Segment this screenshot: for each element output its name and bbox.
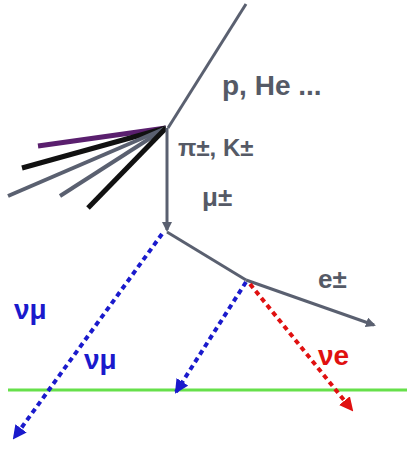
electron-neutrino-track bbox=[250, 284, 352, 410]
shower-track bbox=[88, 128, 166, 208]
neutrino-label: νμ bbox=[84, 346, 117, 374]
neutrino-label: νe bbox=[318, 342, 349, 370]
muon-neutrino-track bbox=[14, 234, 162, 438]
primary-track bbox=[168, 4, 246, 128]
particle-label: e± bbox=[318, 266, 347, 292]
ground-line bbox=[8, 389, 407, 392]
particle-label: p, He ... bbox=[222, 72, 322, 100]
muon-track bbox=[167, 232, 246, 280]
pion-track bbox=[166, 128, 169, 230]
particle-label: μ± bbox=[202, 184, 232, 210]
muon-neutrino-track bbox=[176, 282, 246, 392]
shower-track bbox=[8, 128, 166, 196]
particle-label: π±, K± bbox=[178, 136, 253, 160]
electron-track bbox=[246, 280, 374, 325]
neutrino-label: νμ bbox=[14, 296, 47, 324]
